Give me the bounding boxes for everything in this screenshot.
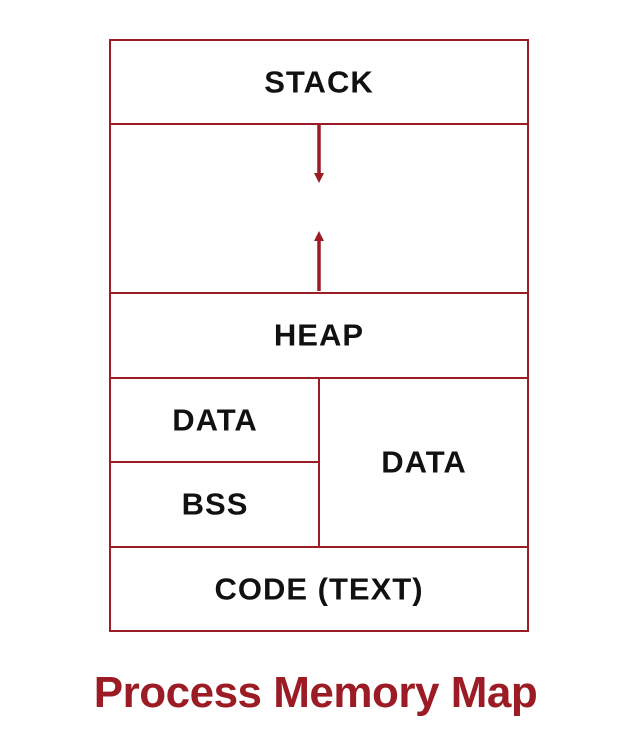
segment-code-label: CODE (TEXT) [214, 572, 423, 607]
segment-bss-label: BSS [182, 487, 249, 522]
diagram-caption: Process Memory Map [93, 668, 538, 717]
segment-heap-label: HEAP [274, 318, 364, 353]
segment-data-left-label: DATA [172, 403, 258, 438]
memory-map-frame [109, 39, 529, 632]
segment-data-right-label: DATA [381, 445, 467, 480]
memory-map-diagram: STACK HEAP DATA BSS DATA CODE (TEXT) [109, 39, 529, 632]
segment-stack-label: STACK [264, 65, 373, 100]
